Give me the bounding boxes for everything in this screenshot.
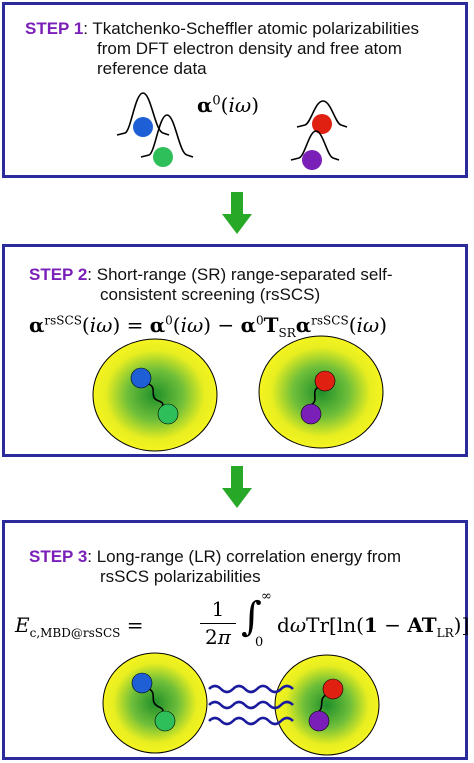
green-atom <box>157 403 179 425</box>
step2-panel: STEP 2: Short-range (SR) range-separated… <box>2 244 468 457</box>
step3-panel: STEP 3: Long-range (LR) correlation ener… <box>2 520 469 760</box>
step2-text-line2: consistent screening (rsSCS) <box>100 285 321 304</box>
step1-free-atoms <box>116 92 348 170</box>
step3-text-line2: rsSCS polarizabilities <box>100 567 261 586</box>
step1-panel: STEP 1: Tkatchenko-Scheffler atomic pola… <box>2 2 468 178</box>
potential-curve <box>296 100 348 128</box>
step2-screened-atoms <box>92 335 384 452</box>
step1-equation: α0(iω) <box>197 93 260 117</box>
step1-text-line1: : Tkatchenko-Scheffler atomic polarizabi… <box>83 19 420 38</box>
blue-atom <box>133 117 153 137</box>
purple-atom <box>302 150 322 170</box>
down-arrow-icon <box>222 466 252 508</box>
step2-title: STEP 2: Short-range (SR) range-separated… <box>29 265 392 305</box>
green-atom <box>154 710 176 732</box>
step1-label: STEP 1 <box>25 19 84 38</box>
purple-atom <box>308 710 330 732</box>
step2-equation: αrsSCS(iω) = α0(iω) − α0TSRαrsSCS(iω) <box>29 313 388 340</box>
interaction-wave <box>208 716 294 726</box>
step3-coupled-fragments <box>102 652 380 756</box>
red-atom <box>314 370 336 392</box>
step3-text-line1: : Long-range (LR) correlation energy fro… <box>87 547 401 566</box>
electron-density-cloud <box>92 338 218 452</box>
interaction-wave <box>208 700 294 710</box>
electron-density-cloud <box>274 654 380 756</box>
red-atom <box>312 114 332 134</box>
potential-curve <box>290 130 340 161</box>
step1-title: STEP 1: Tkatchenko-Scheffler atomic pola… <box>25 19 419 79</box>
step2-label: STEP 2 <box>29 265 88 284</box>
potential-curve <box>140 114 194 158</box>
blue-atom <box>131 672 153 694</box>
blue-atom <box>130 367 152 389</box>
step2-text-line1: : Short-range (SR) range-separated self- <box>87 265 393 284</box>
green-atom <box>153 147 173 167</box>
electron-density-cloud <box>258 335 384 449</box>
down-arrow-icon <box>222 192 252 234</box>
step1-text-line2: from DFT electron density and free atom <box>97 39 402 58</box>
interaction-wave <box>208 684 294 694</box>
step3-label: STEP 3 <box>29 547 88 566</box>
step1-text-line3: reference data <box>97 59 207 78</box>
purple-atom <box>300 403 322 425</box>
step3-title: STEP 3: Long-range (LR) correlation ener… <box>29 547 401 587</box>
red-atom <box>322 678 344 700</box>
